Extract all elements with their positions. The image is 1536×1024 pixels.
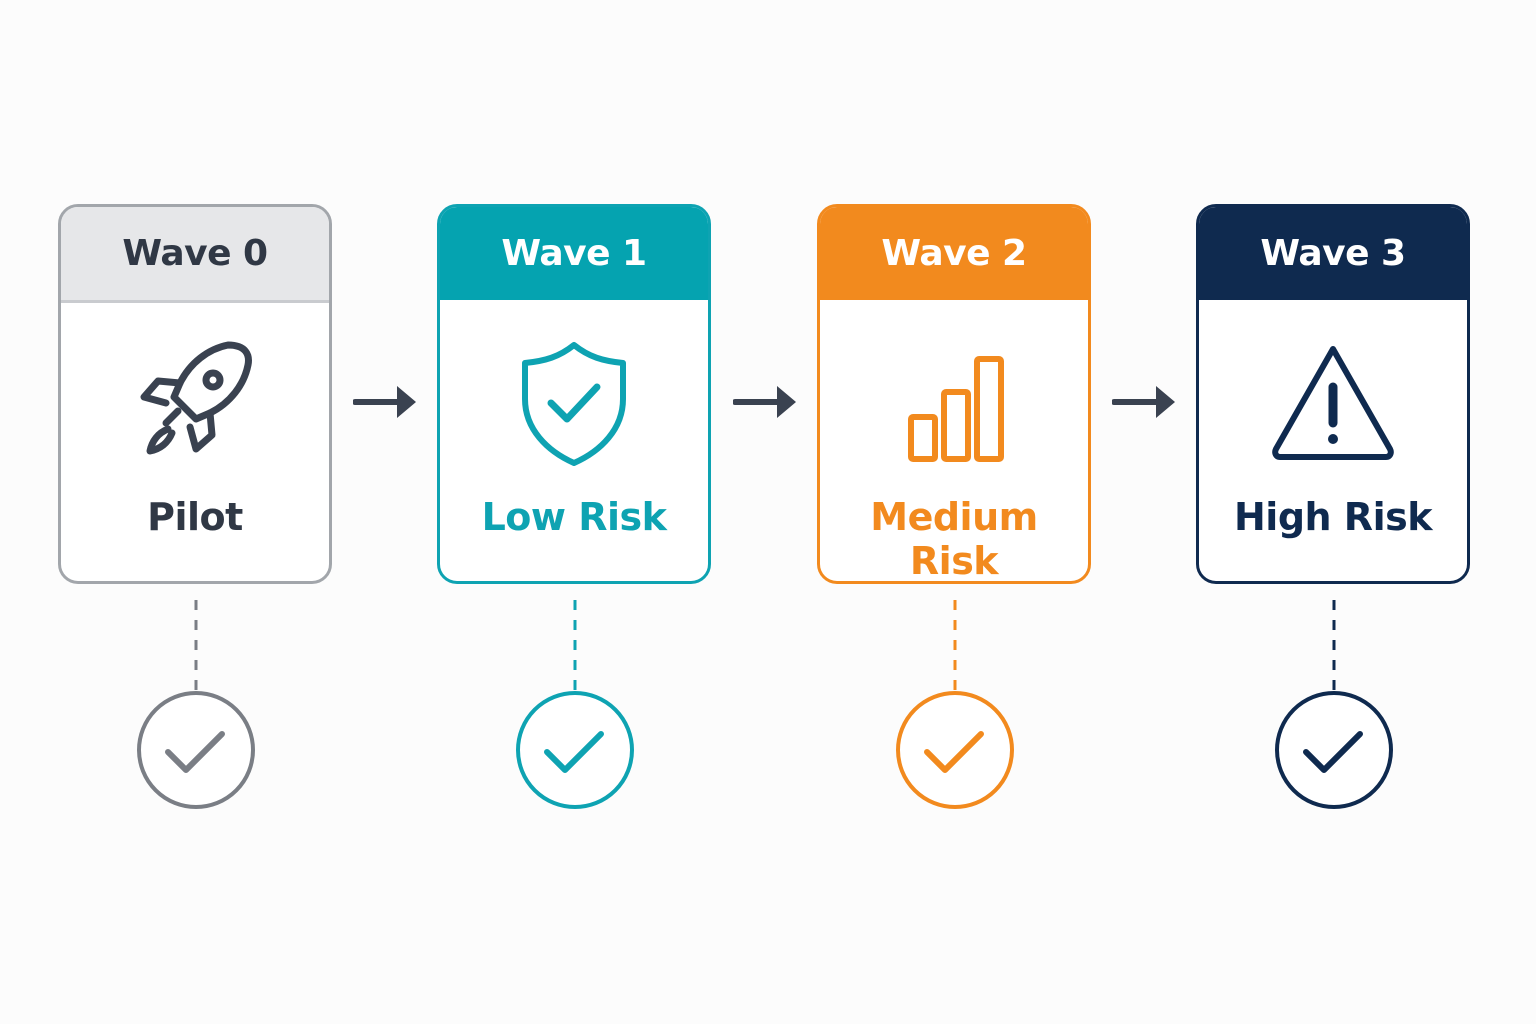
check-circle-icon <box>516 691 634 809</box>
wave-card-3: Wave 3 High Risk <box>1196 204 1470 584</box>
warning-triangle-icon <box>1199 337 1467 467</box>
arrow-right-icon <box>733 386 796 418</box>
wave-card-title: Wave 0 <box>61 207 329 303</box>
wave-card-0: Wave 0 Pilot <box>58 204 332 584</box>
rocket-icon <box>61 337 329 467</box>
dashed-connector <box>194 600 198 690</box>
check-circle-icon <box>896 691 1014 809</box>
dashed-connector <box>953 600 957 690</box>
check-circle-icon <box>137 691 255 809</box>
wave-card-2: Wave 2 Medium Risk <box>817 204 1091 584</box>
wave-card-1: Wave 1 Low Risk <box>437 204 711 584</box>
wave-card-label: High Risk <box>1234 495 1433 539</box>
arrow-right-icon <box>353 386 416 418</box>
wave-card-label: Low Risk <box>481 495 667 539</box>
wave-card-title: Wave 2 <box>820 207 1088 300</box>
wave-card-label: Pilot <box>147 495 243 539</box>
shield-check-icon <box>440 337 708 467</box>
wave-card-label: Medium Risk <box>870 495 1038 583</box>
wave-card-title: Wave 1 <box>440 207 708 300</box>
wave-card-title: Wave 3 <box>1199 207 1467 300</box>
dashed-connector <box>573 600 577 690</box>
bar-chart-icon <box>820 337 1088 467</box>
check-circle-icon <box>1275 691 1393 809</box>
dashed-connector <box>1332 600 1336 690</box>
arrow-right-icon <box>1112 386 1175 418</box>
